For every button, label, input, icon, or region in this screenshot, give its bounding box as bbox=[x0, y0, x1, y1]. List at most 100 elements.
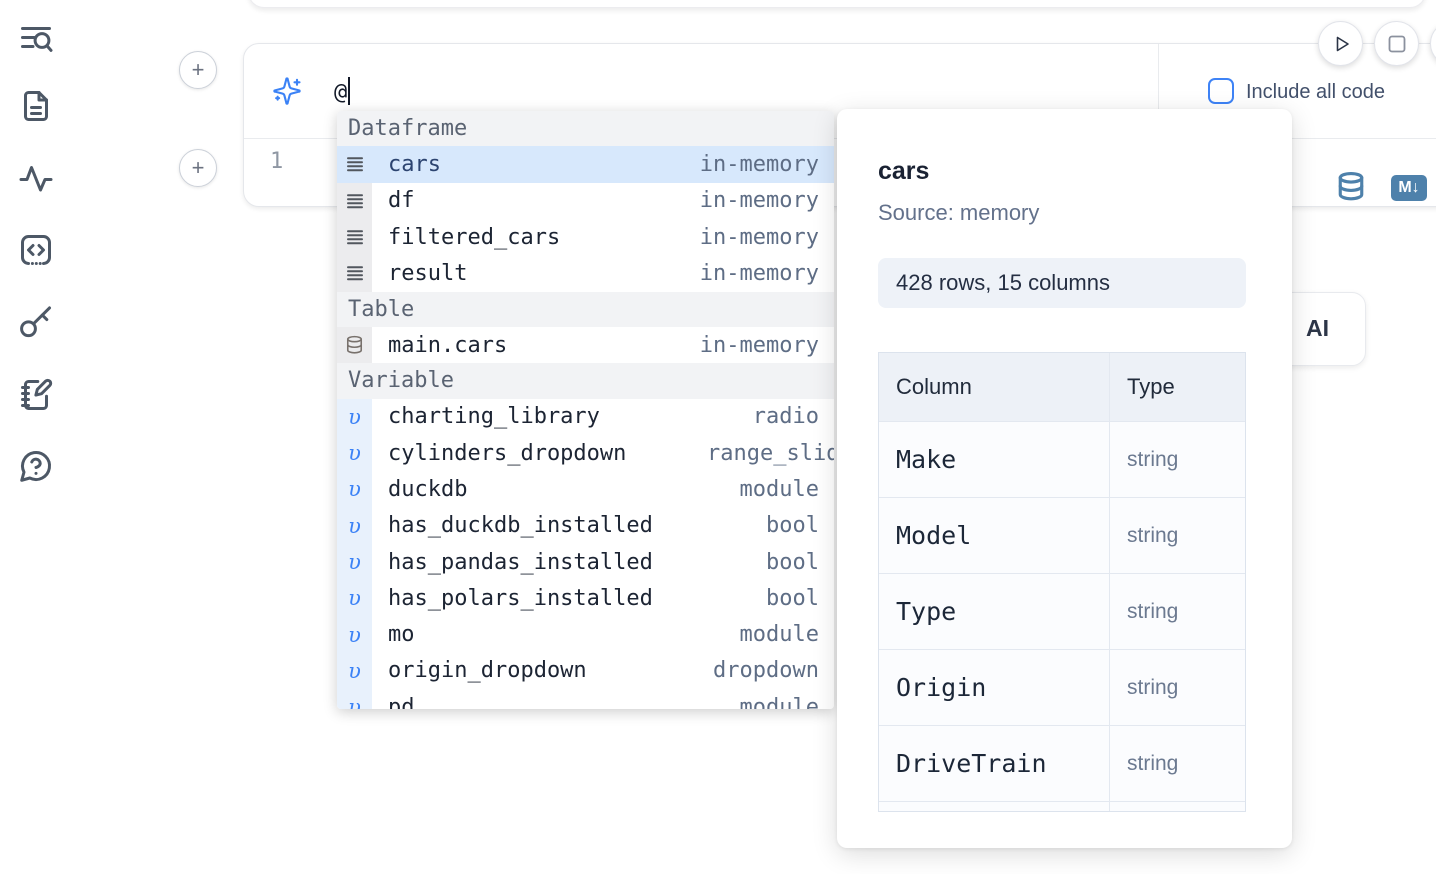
autocomplete-item-result[interactable]: result in-memory bbox=[337, 255, 834, 292]
include-all-code-checkbox[interactable] bbox=[1208, 78, 1234, 104]
item-type: in-memory bbox=[699, 332, 819, 358]
item-name: df bbox=[388, 188, 415, 214]
preview-title: cars bbox=[878, 157, 930, 185]
variable-icon: υ bbox=[337, 543, 372, 581]
item-type: bool bbox=[766, 513, 819, 539]
item-name: main.cars bbox=[388, 332, 508, 358]
schema-column-type: string bbox=[1127, 752, 1179, 775]
item-type: bool bbox=[766, 585, 819, 611]
prompt-divider bbox=[1158, 44, 1159, 139]
item-name: mo bbox=[388, 622, 415, 648]
item-name: has_pandas_installed bbox=[388, 549, 653, 575]
variable-icon: υ bbox=[337, 580, 372, 617]
dataframe-icon bbox=[337, 218, 372, 256]
schema-row-Type: Type string bbox=[879, 574, 1245, 650]
scratchpad-icon[interactable] bbox=[18, 377, 54, 413]
key-icon[interactable] bbox=[18, 304, 54, 340]
item-name: origin_dropdown bbox=[388, 658, 587, 684]
item-type: module bbox=[739, 476, 819, 502]
item-name: charting_library bbox=[388, 404, 600, 430]
database-icon[interactable] bbox=[1336, 170, 1366, 204]
dataframe-icon bbox=[337, 182, 372, 219]
item-name: has_polars_installed bbox=[388, 585, 653, 611]
add-cell-button-bottom[interactable]: + bbox=[179, 149, 217, 187]
schema-column-name: Model bbox=[879, 498, 1110, 573]
document-icon[interactable] bbox=[18, 88, 54, 124]
schema-row-Model: Model string bbox=[879, 498, 1245, 574]
markdown-icon[interactable]: M↓ bbox=[1391, 175, 1427, 201]
table-database-icon bbox=[337, 326, 372, 364]
schema-column-type: string bbox=[1127, 448, 1179, 471]
autocomplete-item-df[interactable]: df in-memory bbox=[337, 182, 834, 219]
preview-source: Source: memory bbox=[878, 200, 1040, 225]
variable-icon: υ bbox=[337, 434, 372, 472]
text-cursor bbox=[348, 77, 351, 105]
ai-card-label: AI bbox=[1306, 315, 1329, 341]
ai-prompt-input[interactable]: @ bbox=[334, 77, 351, 105]
activity-icon[interactable] bbox=[18, 160, 54, 196]
autocomplete-item-has_pandas_installed[interactable]: υ has_pandas_installed bool bbox=[337, 543, 834, 581]
item-name: result bbox=[388, 260, 468, 286]
variable-icon: υ bbox=[337, 398, 372, 435]
run-button[interactable] bbox=[1318, 21, 1363, 66]
schema-column-name: Type bbox=[879, 574, 1110, 649]
autocomplete-item-main.cars[interactable]: main.cars in-memory bbox=[337, 326, 834, 364]
autocomplete-section-variable: Variable bbox=[337, 363, 834, 399]
dataframe-preview-panel: cars Source: memory 428 rows, 15 columns… bbox=[837, 109, 1292, 848]
item-type: in-memory bbox=[699, 188, 819, 214]
item-type: radio bbox=[752, 404, 819, 430]
previous-cell-edge bbox=[248, 0, 1426, 8]
schema-column-type: string bbox=[1127, 600, 1179, 623]
preview-shape-badge: 428 rows, 15 columns bbox=[878, 258, 1246, 308]
autocomplete-item-cylinders_dropdown[interactable]: υ cylinders_dropdown range_slider bbox=[337, 434, 834, 472]
variable-icon: υ bbox=[337, 616, 372, 653]
code-snippets-icon[interactable] bbox=[18, 232, 54, 268]
schema-header-type: Type bbox=[1127, 374, 1175, 399]
item-type: module bbox=[739, 694, 819, 709]
autocomplete-item-origin_dropdown[interactable]: υ origin_dropdown dropdown bbox=[337, 652, 834, 690]
autocomplete-section-table: Table bbox=[337, 291, 834, 327]
item-name: duckdb bbox=[388, 476, 468, 502]
schema-column-type: string bbox=[1127, 524, 1179, 547]
item-type: in-memory bbox=[699, 260, 819, 286]
autocomplete-section-dataframe: Dataframe bbox=[337, 111, 834, 147]
schema-column-type: string bbox=[1127, 676, 1179, 699]
toc-search-icon[interactable] bbox=[18, 21, 54, 57]
schema-column-name: Make bbox=[879, 422, 1110, 497]
add-cell-button-top[interactable]: + bbox=[179, 51, 217, 89]
item-type: bool bbox=[766, 549, 819, 575]
item-type: range_slider bbox=[707, 440, 834, 466]
include-all-code-label[interactable]: Include all code bbox=[1246, 81, 1385, 103]
line-number: 1 bbox=[270, 149, 284, 174]
stop-button[interactable] bbox=[1374, 21, 1419, 66]
item-type: in-memory bbox=[699, 224, 819, 250]
item-type: module bbox=[739, 622, 819, 648]
item-name: cars bbox=[388, 151, 441, 177]
schema-column-name: DriveTrain bbox=[879, 726, 1110, 801]
schema-row-DriveTrain: DriveTrain string bbox=[879, 726, 1245, 802]
autocomplete-item-charting_library[interactable]: υ charting_library radio bbox=[337, 398, 834, 435]
item-name: has_duckdb_installed bbox=[388, 513, 653, 539]
help-icon[interactable] bbox=[18, 448, 54, 484]
variable-icon: υ bbox=[337, 652, 372, 690]
item-name: cylinders_dropdown bbox=[388, 440, 627, 466]
variable-icon: υ bbox=[337, 471, 372, 508]
schema-row-Make: Make string bbox=[879, 422, 1245, 498]
autocomplete-item-has_polars_installed[interactable]: υ has_polars_installed bool bbox=[337, 580, 834, 617]
dataframe-icon bbox=[337, 146, 372, 182]
schema-row-partial bbox=[879, 802, 1245, 811]
sparkles-icon bbox=[272, 76, 302, 106]
code-editor-row[interactable]: 1 bbox=[244, 139, 1436, 207]
prompt-text: @ bbox=[334, 80, 348, 105]
item-type: dropdown bbox=[713, 658, 819, 684]
